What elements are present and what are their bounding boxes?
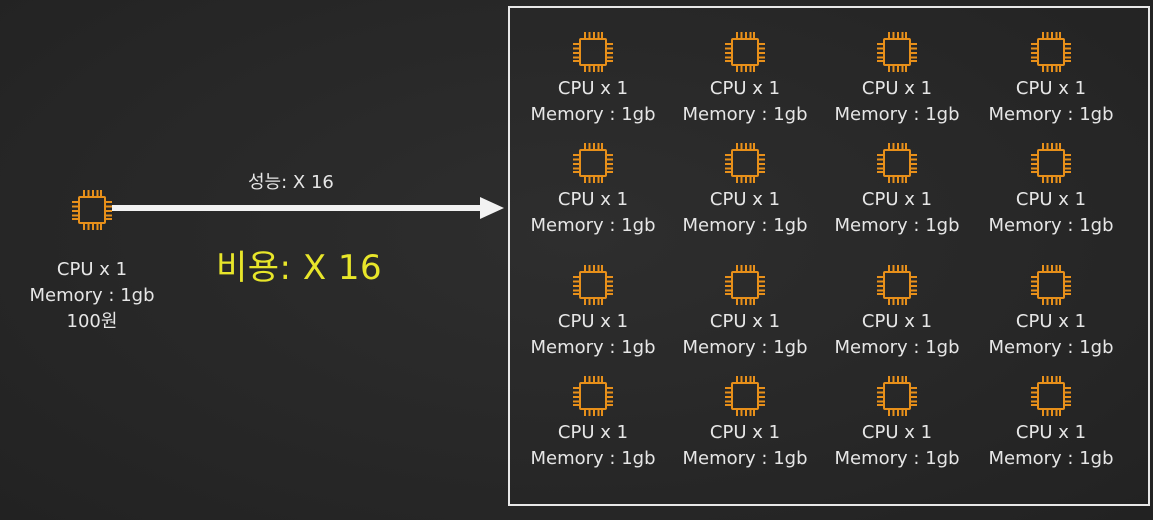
cpu-chip-icon bbox=[1029, 374, 1073, 418]
node-cpu-label: CPU x 1 bbox=[861, 189, 933, 210]
node-spec: CPU x 1 Memory : 1gb bbox=[518, 76, 668, 128]
single-node-spec: CPU x 1 Memory : 1gb 100원 bbox=[22, 257, 162, 335]
node-spec: CPU x 1 Memory : 1gb bbox=[976, 76, 1126, 128]
node-memory-label: Memory : 1gb bbox=[988, 215, 1114, 236]
single-cpu-label: CPU x 1 bbox=[56, 259, 128, 280]
cpu-chip-icon bbox=[571, 30, 615, 74]
node-spec: CPU x 1 Memory : 1gb bbox=[822, 187, 972, 239]
cpu-chip-icon bbox=[875, 374, 919, 418]
cpu-chip-icon bbox=[875, 30, 919, 74]
cluster-node: CPU x 1 Memory : 1gb bbox=[976, 141, 1126, 239]
node-memory-label: Memory : 1gb bbox=[988, 448, 1114, 469]
cluster-node: CPU x 1 Memory : 1gb bbox=[518, 263, 668, 361]
cluster-node: CPU x 1 Memory : 1gb bbox=[822, 30, 972, 128]
single-price-label: 100원 bbox=[66, 311, 118, 332]
node-cpu-label: CPU x 1 bbox=[557, 422, 629, 443]
node-memory-label: Memory : 1gb bbox=[682, 215, 808, 236]
cpu-chip-icon bbox=[70, 188, 114, 232]
node-spec: CPU x 1 Memory : 1gb bbox=[976, 420, 1126, 472]
node-memory-label: Memory : 1gb bbox=[682, 448, 808, 469]
node-cpu-label: CPU x 1 bbox=[861, 311, 933, 332]
cluster-node: CPU x 1 Memory : 1gb bbox=[670, 374, 820, 472]
node-memory-label: Memory : 1gb bbox=[530, 215, 656, 236]
single-memory-label: Memory : 1gb bbox=[29, 285, 155, 306]
cluster-node: CPU x 1 Memory : 1gb bbox=[518, 30, 668, 128]
node-cpu-label: CPU x 1 bbox=[709, 311, 781, 332]
node-spec: CPU x 1 Memory : 1gb bbox=[822, 76, 972, 128]
cpu-chip-icon bbox=[875, 263, 919, 307]
node-spec: CPU x 1 Memory : 1gb bbox=[822, 309, 972, 361]
cpu-chip-icon bbox=[723, 374, 767, 418]
node-spec: CPU x 1 Memory : 1gb bbox=[518, 187, 668, 239]
node-memory-label: Memory : 1gb bbox=[834, 104, 960, 125]
cpu-chip-icon bbox=[1029, 141, 1073, 185]
node-cpu-label: CPU x 1 bbox=[557, 311, 629, 332]
cpu-chip-icon bbox=[571, 263, 615, 307]
node-memory-label: Memory : 1gb bbox=[988, 337, 1114, 358]
cpu-chip-icon bbox=[723, 141, 767, 185]
node-spec: CPU x 1 Memory : 1gb bbox=[518, 420, 668, 472]
node-memory-label: Memory : 1gb bbox=[834, 215, 960, 236]
cpu-chip-icon bbox=[571, 141, 615, 185]
cpu-chip-icon bbox=[875, 141, 919, 185]
node-spec: CPU x 1 Memory : 1gb bbox=[670, 76, 820, 128]
cluster-node: CPU x 1 Memory : 1gb bbox=[822, 263, 972, 361]
node-memory-label: Memory : 1gb bbox=[530, 448, 656, 469]
cpu-chip-icon bbox=[571, 374, 615, 418]
cost-label: 비용: X 16 bbox=[216, 248, 383, 288]
node-spec: CPU x 1 Memory : 1gb bbox=[976, 309, 1126, 361]
node-memory-label: Memory : 1gb bbox=[834, 448, 960, 469]
node-cpu-label: CPU x 1 bbox=[1015, 311, 1087, 332]
node-cpu-label: CPU x 1 bbox=[557, 189, 629, 210]
node-memory-label: Memory : 1gb bbox=[988, 104, 1114, 125]
cluster-node: CPU x 1 Memory : 1gb bbox=[822, 141, 972, 239]
cluster-node: CPU x 1 Memory : 1gb bbox=[670, 263, 820, 361]
node-cpu-label: CPU x 1 bbox=[1015, 78, 1087, 99]
node-cpu-label: CPU x 1 bbox=[1015, 422, 1087, 443]
node-cpu-label: CPU x 1 bbox=[1015, 189, 1087, 210]
cpu-chip-icon bbox=[1029, 30, 1073, 74]
node-cpu-label: CPU x 1 bbox=[557, 78, 629, 99]
node-cpu-label: CPU x 1 bbox=[861, 78, 933, 99]
cluster-node: CPU x 1 Memory : 1gb bbox=[976, 30, 1126, 128]
cluster-node: CPU x 1 Memory : 1gb bbox=[518, 141, 668, 239]
node-spec: CPU x 1 Memory : 1gb bbox=[518, 309, 668, 361]
node-memory-label: Memory : 1gb bbox=[530, 104, 656, 125]
node-memory-label: Memory : 1gb bbox=[682, 104, 808, 125]
node-spec: CPU x 1 Memory : 1gb bbox=[670, 309, 820, 361]
node-spec: CPU x 1 Memory : 1gb bbox=[670, 420, 820, 472]
node-cpu-label: CPU x 1 bbox=[709, 422, 781, 443]
node-cpu-label: CPU x 1 bbox=[709, 189, 781, 210]
node-spec: CPU x 1 Memory : 1gb bbox=[670, 187, 820, 239]
cluster-node: CPU x 1 Memory : 1gb bbox=[670, 141, 820, 239]
node-cpu-label: CPU x 1 bbox=[709, 78, 781, 99]
cpu-chip-icon bbox=[723, 30, 767, 74]
node-memory-label: Memory : 1gb bbox=[682, 337, 808, 358]
cpu-chip-icon bbox=[723, 263, 767, 307]
node-memory-label: Memory : 1gb bbox=[834, 337, 960, 358]
cluster-node: CPU x 1 Memory : 1gb bbox=[976, 374, 1126, 472]
node-cpu-label: CPU x 1 bbox=[861, 422, 933, 443]
performance-label: 성능: X 16 bbox=[248, 172, 334, 193]
cpu-chip-icon bbox=[1029, 263, 1073, 307]
scale-arrow bbox=[112, 197, 504, 219]
cluster-node: CPU x 1 Memory : 1gb bbox=[670, 30, 820, 128]
cluster-node: CPU x 1 Memory : 1gb bbox=[822, 374, 972, 472]
node-spec: CPU x 1 Memory : 1gb bbox=[822, 420, 972, 472]
node-memory-label: Memory : 1gb bbox=[530, 337, 656, 358]
cluster-node: CPU x 1 Memory : 1gb bbox=[976, 263, 1126, 361]
node-spec: CPU x 1 Memory : 1gb bbox=[976, 187, 1126, 239]
cluster-node: CPU x 1 Memory : 1gb bbox=[518, 374, 668, 472]
